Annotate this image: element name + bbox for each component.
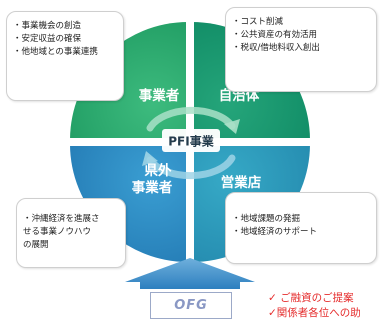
quadrant-label-branch: 営業店 bbox=[221, 174, 262, 191]
callout-item: ・税収/借地料収入創出 bbox=[232, 43, 320, 53]
quadrant-label-outside-line1: 県外 bbox=[145, 162, 172, 179]
callout-item: ・地域経済のサポート bbox=[232, 227, 318, 237]
quadrant-label-outside-line2: 事業者 bbox=[132, 179, 173, 196]
callout-outside-operators: ・沖縄経済を進展さ せる事業ノウハウ の展開 bbox=[16, 198, 126, 268]
note-loan-proposal: ✓ ご融資のご提案 bbox=[268, 292, 354, 304]
center-label: PFI事業 bbox=[168, 134, 214, 149]
callout-operators: ・事業機会の創造 ・安定収益の確保 ・他地域との事業連携 bbox=[6, 11, 124, 101]
callout-item: ・安定収益の確保 bbox=[13, 34, 82, 44]
bank-up-arrow bbox=[125, 258, 255, 289]
callout-item: せる事業ノウハウ bbox=[23, 227, 92, 237]
callout-branch: ・地域課題の発掘 ・地域経済のサポート bbox=[225, 192, 377, 264]
proposal-notes: ✓ ご融資のご提案 ✓関係者各位への助 bbox=[268, 291, 361, 321]
callout-item: ・沖縄経済を進展さ bbox=[23, 214, 100, 224]
center-label-box bbox=[162, 129, 220, 152]
note-stakeholder-support: ✓関係者各位への助 bbox=[268, 307, 361, 319]
callout-item: ・公共資産の有効活用 bbox=[232, 30, 318, 40]
quadrant-bottom-left bbox=[70, 144, 188, 262]
cycle-arrow-bottom bbox=[146, 154, 236, 180]
callout-municipality: ・コスト削減 ・公共資産の有効活用 ・税収/借地料収入創出 bbox=[225, 7, 377, 92]
quadrant-top-left bbox=[70, 22, 188, 140]
callout-item: の展開 bbox=[23, 240, 49, 250]
quadrant-label-operators: 事業者 bbox=[139, 87, 180, 104]
bank-logo: OFG bbox=[174, 298, 208, 313]
callout-item: ・地域課題の発掘 bbox=[232, 214, 301, 224]
cycle-arrow-top-head bbox=[224, 119, 240, 134]
callout-item: ・事業機会の創造 bbox=[13, 21, 82, 31]
cycle-arrow-top bbox=[146, 106, 236, 132]
bank-logo-box: OFG bbox=[150, 292, 232, 319]
callout-item: ・コスト削減 bbox=[232, 17, 284, 27]
callout-item: ・他地域との事業連携 bbox=[13, 47, 98, 57]
cycle-arrow-bottom-head bbox=[142, 151, 158, 166]
